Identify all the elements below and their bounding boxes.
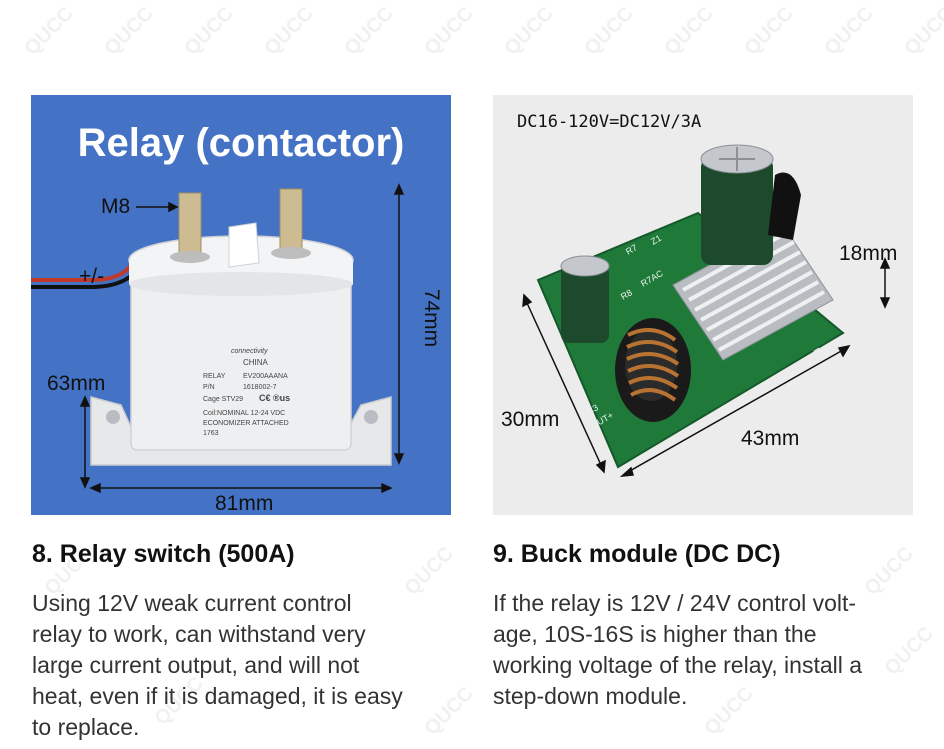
svg-text:Z1: Z1	[649, 233, 663, 247]
svg-text:C3: C3	[585, 402, 600, 416]
buck-spec-label: DC16-120V=DC12V/3A	[517, 112, 702, 132]
total-height-label: 74mm	[420, 288, 444, 348]
buck-section-description: If the relay is 12V / 24V control volt- …	[493, 588, 862, 712]
device-label-cage: Cage STV29	[203, 396, 243, 403]
device-label-relay-key: RELAY	[203, 373, 226, 380]
relay-illustration: connectivity CHINA RELAY EV200AAANA P/N …	[31, 183, 405, 494]
device-label-code: 1763	[203, 430, 219, 437]
relay-description-line: Using 12V weak current control	[32, 590, 352, 616]
watermark-text: QUCC	[420, 682, 478, 740]
buck-module-product-image: DC16-120V=DC12V/3A C3 OUT+ R7 Z1 R8 R7AC…	[493, 95, 913, 515]
watermark-text: QUCC	[900, 2, 944, 60]
relay-section-heading: 8. Relay switch (500A)	[32, 540, 295, 568]
buck-description-line: working voltage of the relay, install a	[493, 652, 863, 678]
terminal-size-label: M8	[101, 195, 131, 218]
device-label-relay-val: EV200AAANA	[243, 373, 288, 380]
watermark-text: QUCC	[400, 542, 458, 600]
watermark-text: QUCC	[260, 2, 318, 60]
watermark-text: QUCC	[420, 2, 478, 60]
buck-width-label: 43mm	[741, 427, 800, 450]
watermark-text: QUCC	[20, 2, 78, 60]
watermark-text: QUCC	[880, 622, 938, 680]
relay-device-label: connectivity CHINA RELAY EV200AAANA P/N …	[203, 348, 290, 437]
relay-description-line: to replace.	[32, 714, 140, 740]
device-label-pn-key: P/N	[203, 384, 215, 391]
relay-product-image: Relay (contactor) connectivity CHINA REL…	[31, 95, 451, 515]
relay-image-title: Relay (contactor)	[77, 121, 405, 165]
svg-text:R8: R8	[619, 287, 634, 301]
buck-description-line: step-down module.	[493, 683, 688, 709]
watermark-text: QUCC	[500, 2, 558, 60]
device-label-pn-val: 1618002-7	[243, 384, 277, 391]
buck-section-heading: 9. Buck module (DC DC)	[493, 540, 781, 568]
device-label-coil: Coil:NOMINAL 12-24 VDC	[203, 410, 285, 417]
watermark-text: QUCC	[580, 2, 638, 60]
buck-module-illustration: C3 OUT+ R7 Z1 R8 R7AC IN+	[522, 144, 891, 477]
relay-section-description: Using 12V weak current control relay to …	[32, 588, 403, 743]
width-label: 81mm	[215, 492, 274, 515]
buck-description-line: age, 10S-16S is higher than the	[493, 621, 817, 647]
watermark-text: QUCC	[340, 2, 398, 60]
watermark-text: QUCC	[660, 2, 718, 60]
relay-description-line: large current output, and will not	[32, 652, 360, 678]
relay-description-line: relay to work, can withstand very	[32, 621, 366, 647]
watermark-text: QUCC	[740, 2, 798, 60]
svg-text:R7: R7	[624, 242, 639, 256]
buck-height-label: 18mm	[839, 242, 898, 265]
buck-length-label: 30mm	[501, 408, 560, 431]
watermark-text: QUCC	[820, 2, 878, 60]
device-label-brand: connectivity	[231, 348, 268, 355]
device-label-origin: CHINA	[243, 358, 269, 367]
base-height-label: 63mm	[47, 372, 106, 395]
watermark-text: QUCC	[860, 542, 918, 600]
watermark-text: QUCC	[180, 2, 238, 60]
device-label-economizer: ECONOMIZER ATTACHED	[203, 420, 289, 427]
relay-description-line: heat, even if it is damaged, it is easy	[32, 683, 403, 709]
buck-description-line: If the relay is 12V / 24V control volt-	[493, 590, 857, 616]
watermark-text: QUCC	[100, 2, 158, 60]
polarity-label: +/-	[79, 265, 105, 288]
device-label-cert-marks: C€ ®us	[259, 393, 290, 403]
